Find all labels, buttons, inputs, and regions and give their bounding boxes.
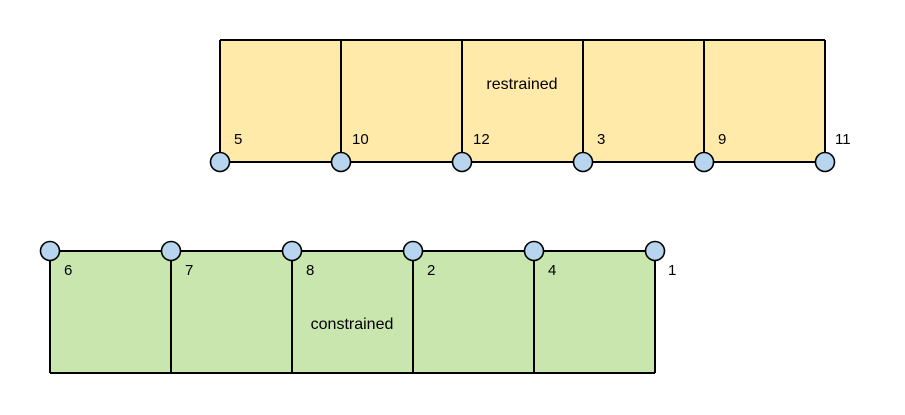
- restrained-node-label: 11: [835, 131, 851, 148]
- constrained-node: [402, 240, 424, 262]
- restrained-label: restrained: [486, 76, 557, 93]
- constrained-node-label: 6: [64, 262, 72, 279]
- restrained-node: [451, 151, 473, 173]
- constrained-node-label: 2: [427, 262, 435, 279]
- restrained-node-label: 10: [352, 131, 369, 148]
- constrained-block: [50, 251, 655, 373]
- restrained-node: [814, 151, 836, 173]
- restrained-node: [693, 151, 715, 173]
- constrained-node-label: 4: [548, 262, 556, 279]
- restrained-node: [572, 151, 594, 173]
- constrained-node: [281, 240, 303, 262]
- constrained-node: [644, 240, 666, 262]
- constrained-label: constrained: [311, 316, 394, 333]
- restrained-block: [220, 40, 825, 162]
- constrained-node-label: 8: [306, 262, 314, 279]
- restrained-node-label: 12: [473, 131, 490, 148]
- restrained-node: [330, 151, 352, 173]
- constrained-node-label: 1: [668, 262, 676, 279]
- constrained-node-label: 7: [185, 262, 193, 279]
- restrained-node-label: 3: [597, 131, 605, 148]
- restrained-row: restrained 5 10 12 3 9 11: [209, 39, 851, 173]
- constrained-node: [39, 240, 61, 262]
- constrained-node: [523, 240, 545, 262]
- restrained-node: [209, 151, 231, 173]
- restrained-node-label: 5: [234, 131, 242, 148]
- constrained-row: constrained 6 7 8 2 4 1: [39, 240, 676, 374]
- restrained-node-label: 9: [718, 131, 726, 148]
- constrained-node: [160, 240, 182, 262]
